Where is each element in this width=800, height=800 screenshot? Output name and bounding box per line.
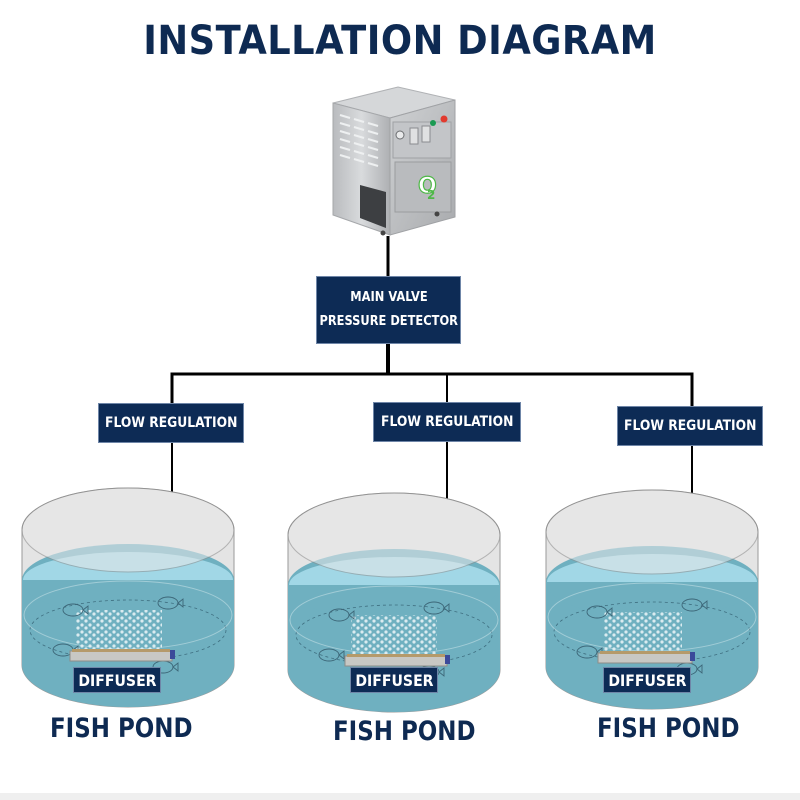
pipe-connector bbox=[690, 652, 695, 661]
air-bubbles bbox=[351, 615, 437, 657]
page-title: INSTALLATION DIAGRAM bbox=[143, 18, 657, 64]
diffuser-bar bbox=[344, 655, 448, 667]
pressure-gauge-icon bbox=[395, 130, 405, 140]
power-off-button-icon bbox=[440, 115, 448, 123]
fish-icon bbox=[681, 598, 708, 612]
fish-pond-tank-3 bbox=[545, 489, 759, 710]
bottom-divider bbox=[0, 793, 800, 800]
fish-icon bbox=[318, 648, 345, 662]
diffuser-label-2: DIFFUSER bbox=[350, 667, 438, 693]
diffuser-bar bbox=[597, 652, 693, 664]
flow-regulation-box-2: FLOW REGULATION bbox=[373, 402, 521, 442]
oxygen-generator-machine: O 2 bbox=[332, 86, 456, 236]
power-on-button-icon bbox=[430, 120, 436, 126]
pipe-connector bbox=[170, 650, 175, 659]
fish-icon bbox=[586, 605, 613, 619]
fish-pond-tank-1 bbox=[21, 487, 235, 708]
fish-pond-label-1: FISH POND bbox=[50, 713, 193, 744]
fish-icon bbox=[328, 608, 355, 622]
diffuser-bar bbox=[69, 650, 173, 662]
diffuser-label-3: DIFFUSER bbox=[603, 667, 691, 693]
air-bubbles bbox=[76, 610, 162, 652]
tank-rim bbox=[545, 489, 759, 575]
fish-pond-tank-2 bbox=[287, 492, 501, 713]
air-bubbles bbox=[604, 612, 682, 654]
flow-regulation-box-3: FLOW REGULATION bbox=[617, 406, 763, 446]
o2-logo: O bbox=[418, 174, 437, 199]
tank-rim bbox=[21, 487, 235, 573]
main-valve-pressure-detector: MAIN VALVE PRESSURE DETECTOR bbox=[316, 276, 461, 344]
diffuser-label-1: DIFFUSER bbox=[73, 667, 161, 693]
tank-rim bbox=[287, 492, 501, 578]
fish-icon bbox=[62, 603, 89, 617]
main-valve-label: MAIN VALVE bbox=[349, 290, 428, 305]
fish-pond-label-3: FISH POND bbox=[597, 713, 740, 744]
pipe-connector bbox=[445, 655, 450, 664]
fish-pond-label-2: FISH POND bbox=[333, 716, 476, 747]
flow-regulation-box-1: FLOW REGULATION bbox=[98, 403, 244, 443]
svg-text:2: 2 bbox=[427, 188, 435, 202]
pressure-detector-label: PRESSURE DETECTOR bbox=[319, 314, 458, 329]
fish-icon bbox=[157, 596, 184, 610]
fish-icon bbox=[423, 601, 450, 615]
